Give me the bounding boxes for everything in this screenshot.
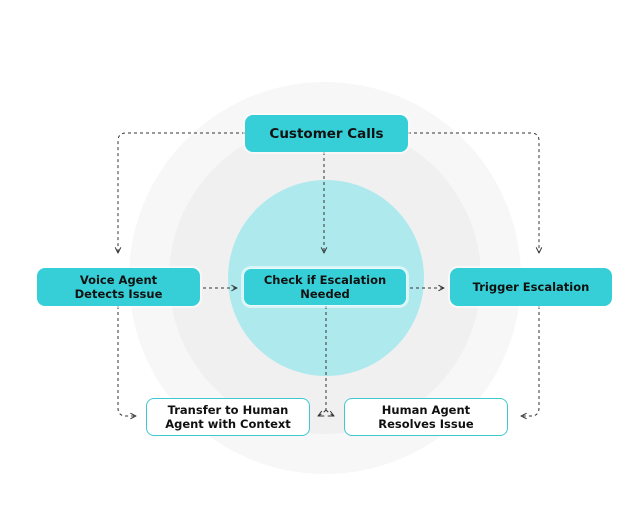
node-check-escalation: Check if Escalation Needed bbox=[243, 268, 407, 306]
node-voice-agent: Voice Agent Detects Issue bbox=[37, 268, 200, 306]
node-voice-agent-label: Voice Agent Detects Issue bbox=[74, 273, 163, 301]
node-transfer-human: Transfer to Human Agent with Context bbox=[146, 398, 310, 436]
node-check-escalation-label: Check if Escalation Needed bbox=[263, 273, 387, 301]
node-customer-calls: Customer Calls bbox=[245, 115, 408, 152]
node-transfer-human-label: Transfer to Human Agent with Context bbox=[165, 403, 291, 431]
connector-voice-to-transfer bbox=[117, 306, 136, 416]
connector-split-to-transfer bbox=[318, 409, 327, 416]
node-human-resolves: Human Agent Resolves Issue bbox=[344, 398, 508, 436]
connector-split-to-human bbox=[325, 409, 334, 416]
node-customer-calls-label: Customer Calls bbox=[269, 125, 384, 142]
node-human-resolves-label: Human Agent Resolves Issue bbox=[378, 403, 474, 431]
connector-trigger-to-human bbox=[521, 306, 540, 416]
node-trigger-escalation: Trigger Escalation bbox=[450, 268, 612, 306]
node-trigger-escalation-label: Trigger Escalation bbox=[472, 280, 590, 294]
